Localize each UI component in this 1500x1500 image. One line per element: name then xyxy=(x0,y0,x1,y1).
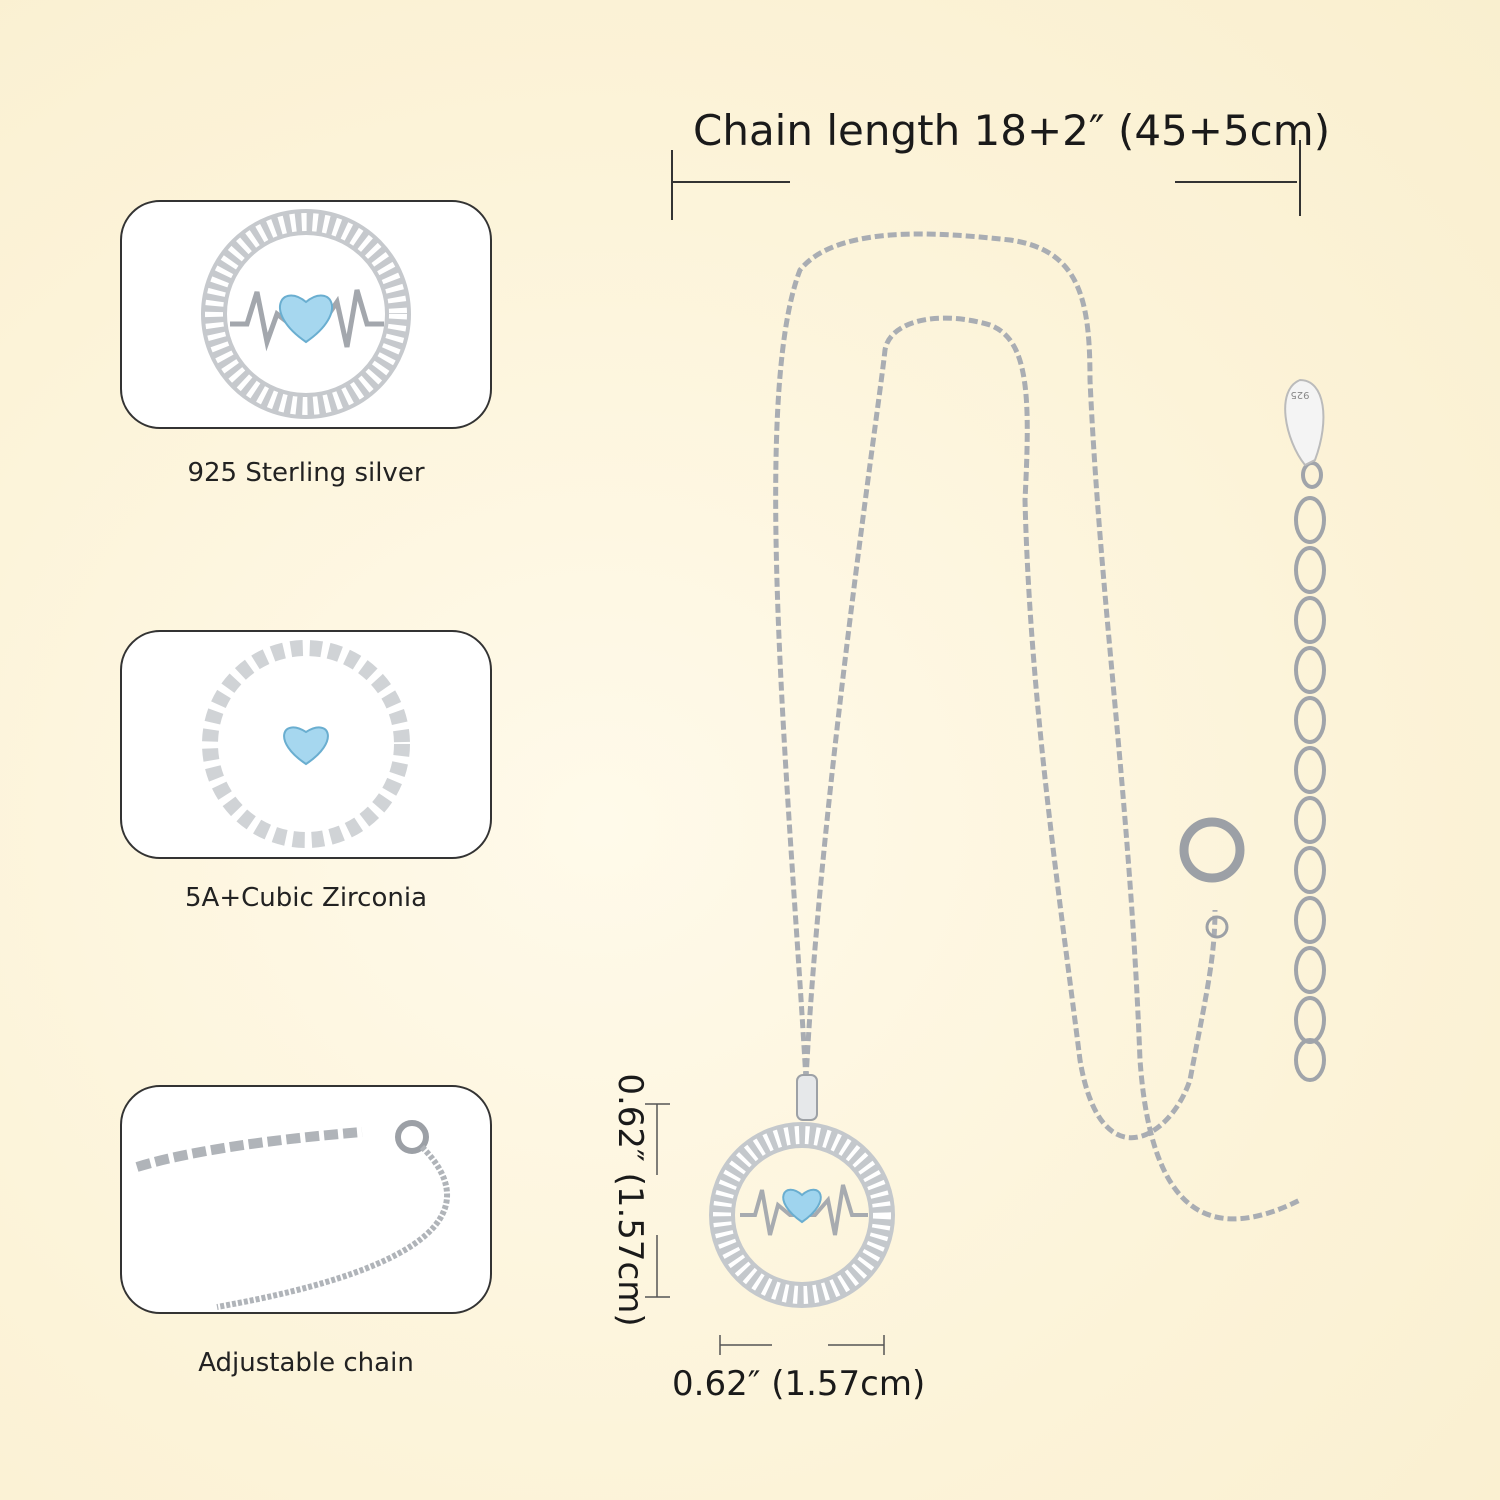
feature-card-adjustable xyxy=(120,1085,492,1314)
feature-caption-zirconia: 5A+Cubic Zirconia xyxy=(184,883,428,913)
pendant-icon xyxy=(709,1074,895,1308)
feature-card-silver xyxy=(120,200,492,429)
chain-length-ruler xyxy=(671,140,1301,220)
spring-clasp-icon xyxy=(1179,817,1245,939)
chain xyxy=(773,231,1302,1222)
pendant-width-label: 0.62″ (1.57cm) xyxy=(672,1364,926,1404)
tag-stamp: 925 xyxy=(1290,389,1309,400)
feature-caption-silver: 925 Sterling silver xyxy=(187,458,425,488)
pendant-closeup-icon xyxy=(201,209,411,419)
pendant-height-label: 0.62″ (1.57cm) xyxy=(610,1073,650,1327)
tag-icon: 925 xyxy=(1284,378,1325,467)
extender-chain xyxy=(1294,461,1326,1082)
width-ruler xyxy=(719,1335,885,1355)
feature-card-zirconia xyxy=(120,630,492,859)
feature-caption-adjustable: Adjustable chain xyxy=(198,1348,414,1378)
zirconia-stones-icon xyxy=(202,640,410,848)
chain-length-label: Chain length 18+2″ (45+5cm) xyxy=(693,106,1331,155)
height-ruler xyxy=(645,1103,670,1298)
extender-chain-icon xyxy=(135,1120,450,1310)
